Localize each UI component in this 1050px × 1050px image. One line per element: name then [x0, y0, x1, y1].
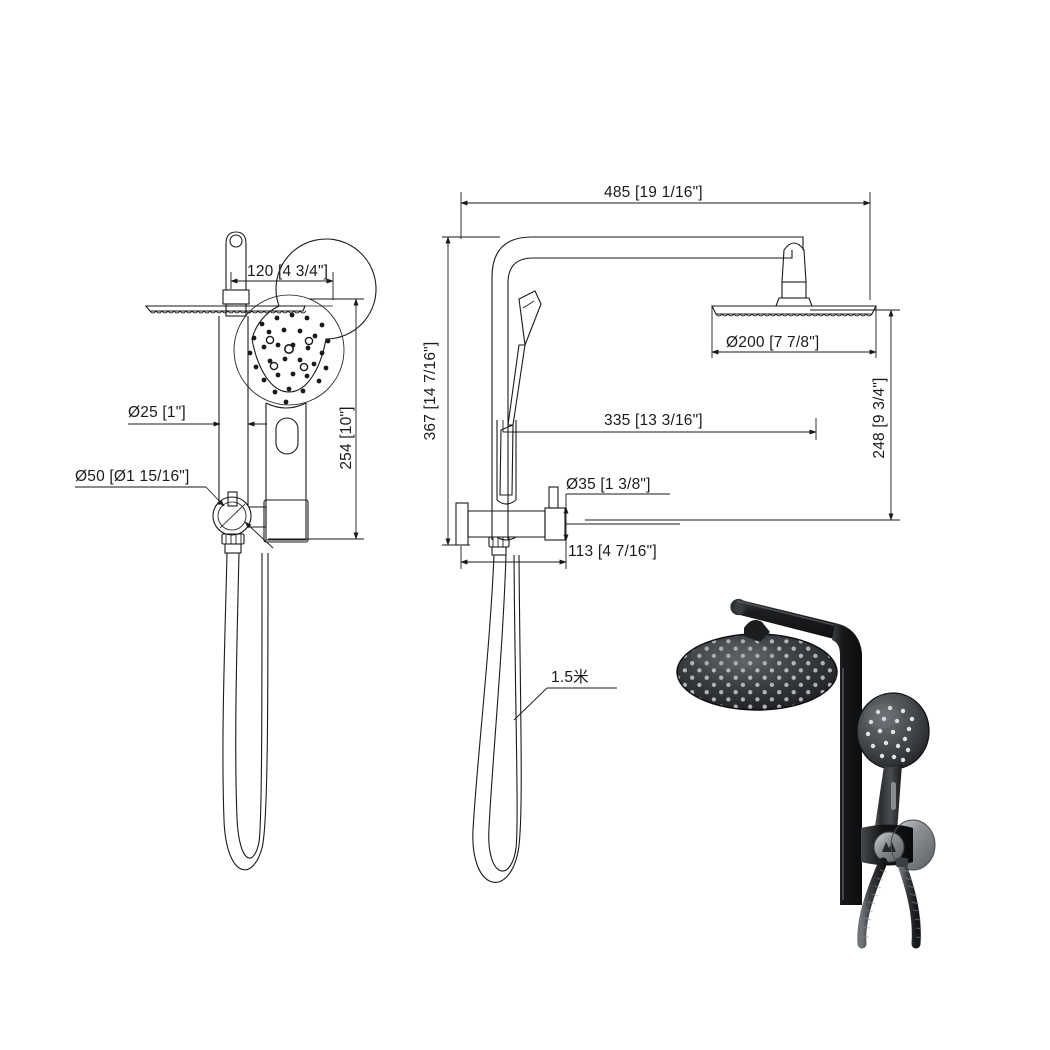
- dim-248: 248 [9 3/4"]: [585, 309, 900, 521]
- side-hose: [472, 554, 522, 883]
- dim-485-label: 485 [19 1/16"]: [604, 184, 703, 201]
- brand-logo-icon: [882, 842, 896, 852]
- dim-25-label: Ø25 [1"]: [128, 404, 186, 421]
- dim-113-label: 113 [4 7/16"]: [568, 543, 657, 560]
- dim-200: Ø200 [7 7/8"]: [711, 306, 877, 358]
- dim-25: Ø25 [1"]: [128, 404, 267, 427]
- product-render-black-shower: [676, 598, 936, 949]
- render-hose: [857, 857, 923, 949]
- dim-50-label: Ø50 [Ø1 15/16"]: [75, 468, 190, 485]
- front-handheld-head: [233, 238, 377, 406]
- front-elevation-view: 120 [4 3/4"] 254 [10"] Ø25 [1"] Ø50 [Ø: [75, 231, 377, 871]
- dim-50: Ø50 [Ø1 15/16"]: [75, 468, 274, 549]
- front-nozzle-pattern: [247, 312, 331, 405]
- side-rain-head: [711, 305, 877, 317]
- side-riser-rail: [496, 420, 517, 505]
- dim-254: 254 [10"]: [268, 298, 364, 540]
- side-elevation-view: 485 [19 1/16"] 367 [14 7/16"] Ø200 [7 7/…: [422, 184, 900, 883]
- front-handheld-handle: [263, 402, 309, 543]
- render-riser: [832, 623, 862, 905]
- render-handheld-head: [856, 692, 930, 770]
- front-arm-stub: [222, 231, 250, 317]
- side-gooseneck-arm: [491, 236, 804, 540]
- dim-hose-label: 1.5米: [551, 668, 589, 686]
- dim-335: 335 [13 3/16"]: [502, 412, 817, 440]
- dim-120-label: 120 [4 3/4"]: [247, 263, 328, 280]
- dim-113: 113 [4 7/16"]: [460, 541, 657, 569]
- side-wall-mixer: [455, 486, 566, 556]
- render-arm: [730, 598, 838, 640]
- dim-35-label: Ø35 [1 3/8"]: [566, 476, 651, 493]
- render-rain-head: [676, 620, 838, 711]
- dim-hose-length: 1.5米: [513, 668, 617, 721]
- dim-248-label: 248 [9 3/4"]: [871, 377, 888, 458]
- dim-367: 367 [14 7/16"]: [422, 236, 500, 546]
- front-rain-head-edge: [144, 305, 333, 314]
- dim-335-label: 335 [13 3/16"]: [604, 412, 703, 429]
- dim-120: 120 [4 3/4"]: [230, 263, 334, 300]
- dim-35: Ø35 [1 3/8"]: [563, 476, 680, 542]
- front-hose: [222, 552, 269, 871]
- side-head-connector: [775, 242, 813, 307]
- front-riser-rail: [218, 316, 249, 505]
- dim-485: 485 [19 1/16"]: [460, 184, 871, 300]
- render-wall-bracket: [861, 819, 936, 871]
- dim-200-label: Ø200 [7 7/8"]: [726, 334, 819, 351]
- front-slide-bracket: [212, 491, 267, 554]
- dim-254-label: 254 [10"]: [338, 406, 355, 469]
- dim-367-label: 367 [14 7/16"]: [422, 342, 439, 441]
- side-handheld-head: [499, 290, 542, 496]
